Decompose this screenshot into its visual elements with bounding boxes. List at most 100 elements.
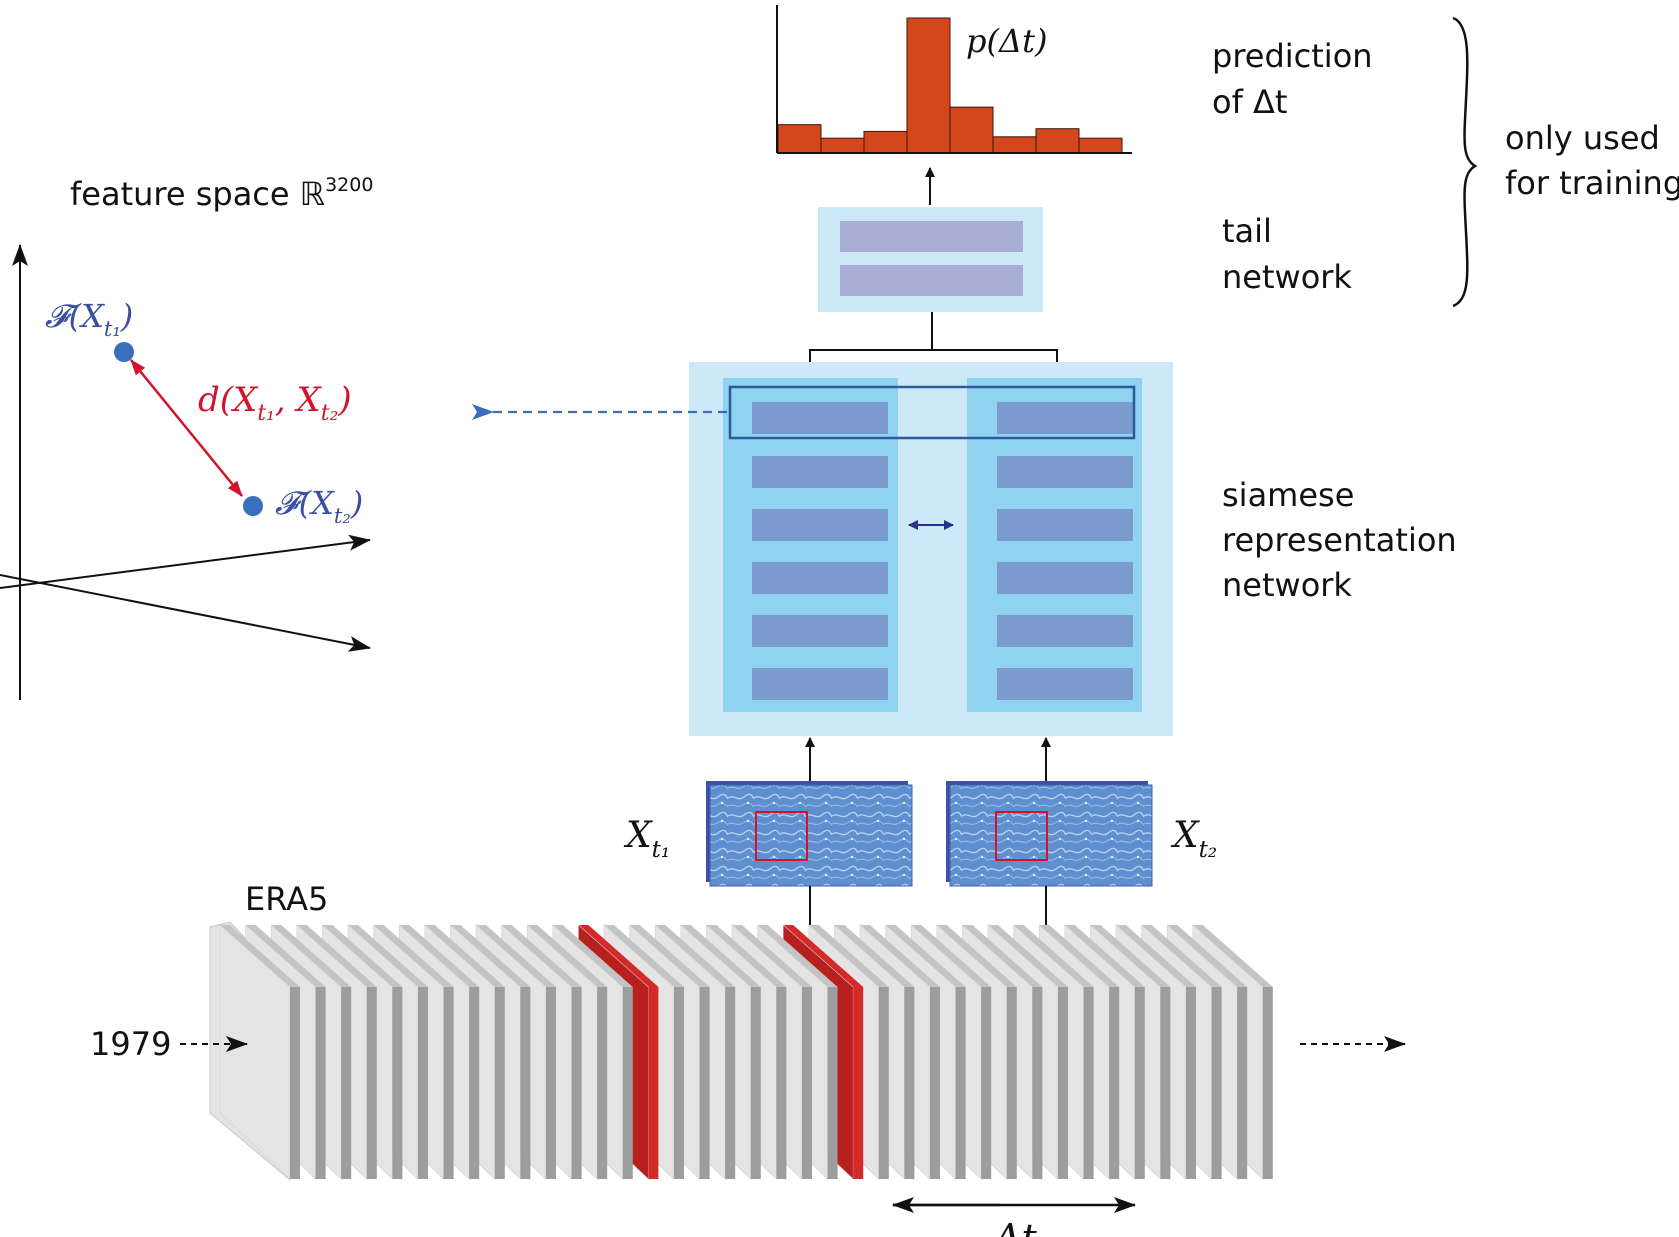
histogram-bar — [820, 137, 865, 154]
era5-slice — [315, 987, 326, 1179]
era5-slice — [1237, 987, 1248, 1179]
era5-slice — [1160, 987, 1171, 1179]
tail-label-line1: tail — [1222, 212, 1272, 250]
era5-slice — [1186, 987, 1196, 1179]
era5-slice-top — [604, 925, 684, 987]
era5-slice — [341, 987, 352, 1179]
era5-slice-top — [706, 925, 787, 987]
input-x2-field — [949, 784, 1153, 887]
input-x1-patch — [755, 811, 808, 861]
era5-slice-top — [373, 925, 454, 987]
distance-text: d(X — [198, 380, 259, 420]
prediction-label-line2: of Δt — [1212, 83, 1287, 121]
era5-slice — [930, 987, 940, 1179]
delta-t-label: Δt — [992, 1216, 1037, 1237]
histogram-label: p(Δt) — [966, 22, 1047, 60]
tail-network — [818, 207, 1043, 312]
era5-slices — [219, 924, 1273, 1180]
era5-slice-highlighted — [648, 987, 659, 1179]
era5-label: ERA5 — [245, 880, 328, 918]
only-used-label-line1: only used — [1505, 119, 1660, 157]
era5-slice — [1032, 987, 1043, 1179]
era5-slice — [725, 987, 736, 1179]
tail-layer-2 — [840, 265, 1023, 296]
era5-slice — [699, 987, 710, 1179]
feature-axis-x — [0, 534, 371, 589]
era5-slice-top — [271, 925, 352, 987]
era5-slice — [597, 987, 608, 1179]
era5-slice-top — [1090, 925, 1171, 987]
siamese-right-layer — [997, 456, 1133, 488]
era5-slice-top — [1141, 925, 1222, 987]
era5-slice-top — [578, 925, 659, 987]
siamese-left-layer — [752, 668, 888, 700]
siamese-label-line1: siamese — [1222, 476, 1354, 514]
era5-slice — [443, 987, 454, 1179]
era5-slice-top — [962, 925, 1043, 987]
feature-point-2 — [243, 496, 263, 516]
era5-slice — [827, 987, 838, 1179]
era5-slice — [1058, 987, 1068, 1179]
era5-slice-top — [476, 925, 556, 987]
era5-slice-top — [834, 925, 915, 987]
era5-slice — [469, 987, 480, 1179]
era5-slice-top — [1167, 925, 1248, 987]
era5-slice — [1083, 987, 1094, 1179]
prediction-label-line1: prediction — [1212, 37, 1373, 75]
siamese-left-layer — [752, 509, 888, 541]
siamese-label-line3: network — [1222, 566, 1352, 604]
feature-point-1-label: 𝓕(Xt₁) — [45, 297, 133, 341]
era5-slice — [1134, 987, 1145, 1179]
era5-slice-top — [450, 925, 531, 987]
era5-slice — [674, 987, 684, 1179]
era5-slice — [955, 987, 966, 1179]
siamese-right-layer — [997, 615, 1133, 647]
tail-layer-1 — [840, 221, 1023, 252]
histogram-bar — [992, 136, 1037, 154]
distance-sub2: t₂ — [321, 401, 339, 426]
feature-axis-y — [0, 574, 371, 652]
histogram-bars — [777, 17, 1123, 154]
era5-slice — [750, 987, 761, 1179]
histogram-bar — [1035, 128, 1080, 154]
siamese-right-layer — [997, 402, 1133, 434]
era5-slice — [494, 987, 505, 1179]
feature-point-1-sub: t₁ — [104, 317, 121, 341]
era5-slice-top — [245, 925, 326, 987]
era5-slice-top — [501, 925, 582, 987]
era5-slice-top — [1116, 925, 1196, 987]
feature-space-exponent: 3200 — [325, 174, 373, 196]
histogram-bar — [906, 17, 951, 154]
distance-arrow — [130, 359, 243, 497]
feature-layer-highlight — [728, 385, 1136, 440]
input-x1 — [706, 781, 913, 887]
input-x1-label: Xt₁ — [623, 815, 670, 863]
tail-label-line2: network — [1222, 258, 1352, 296]
era5-slice — [1109, 987, 1120, 1179]
siamese-layers — [752, 402, 1133, 700]
era5-slice-top — [552, 925, 633, 987]
era5-slice — [290, 987, 300, 1179]
era5-slice — [802, 987, 812, 1179]
feature-point-1-text: 𝓕(X — [45, 297, 105, 335]
era5-slice — [366, 987, 377, 1179]
era5-slice-top — [348, 925, 428, 987]
input-x1-field — [709, 784, 913, 887]
era5-slice-top — [1039, 925, 1120, 987]
era5-slice — [622, 987, 633, 1179]
era5-slice — [1262, 987, 1273, 1179]
input-x1-text: X — [623, 815, 653, 856]
feature-space-label: feature space ℝ — [70, 175, 325, 213]
era5-slice-top — [1013, 925, 1094, 987]
histogram-bar — [863, 130, 908, 154]
input-x2-sub: t₂ — [1199, 837, 1217, 863]
distance-label: d(Xt₁, Xt₂) — [198, 380, 352, 426]
era5-slice-top — [988, 925, 1068, 987]
input-x1-sub: t₁ — [652, 837, 670, 863]
era5-slice-top — [757, 925, 838, 987]
input-x2 — [946, 781, 1153, 887]
era5-slice-top — [936, 925, 1017, 987]
era5-slice-top — [629, 925, 710, 987]
era5-slice — [1211, 987, 1222, 1179]
